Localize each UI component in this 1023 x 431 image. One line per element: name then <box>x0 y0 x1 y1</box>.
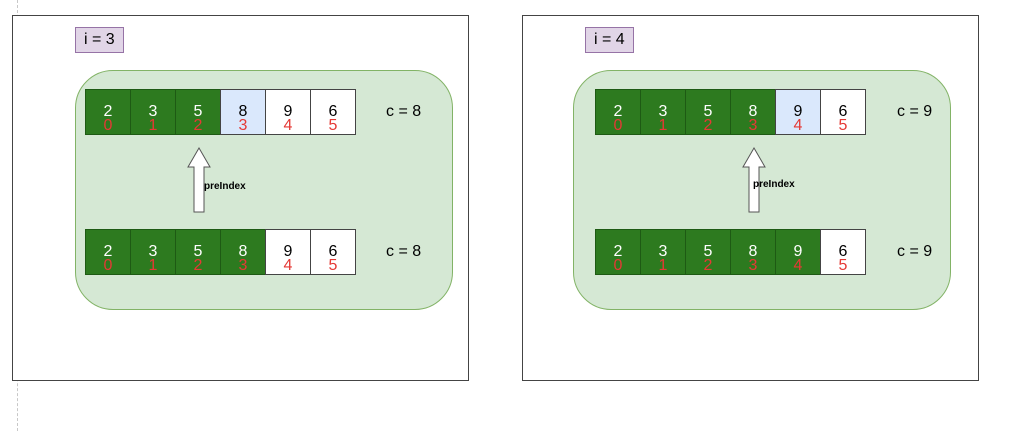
index-label: 5 <box>328 117 338 134</box>
c-value-label: c = 9 <box>897 243 933 260</box>
array-cell: 9 <box>775 89 821 135</box>
c-value-label: c = 9 <box>897 103 933 120</box>
array-cell: 9 <box>265 89 311 135</box>
index-label: 0 <box>103 257 113 274</box>
array-cell: 2 <box>85 89 131 135</box>
array-cell: 5 <box>175 89 221 135</box>
array-group: 2 3 5 8 9 6 0 1 2 3 4 5 c = 9 preIndex 2… <box>573 70 951 310</box>
panel-iteration-2: i = 4 2 3 5 8 9 6 0 1 2 3 4 5 c = 9 preI… <box>522 15 979 381</box>
index-label: 0 <box>613 257 623 274</box>
array-cell: 8 <box>730 229 776 275</box>
index-label: 1 <box>658 257 668 274</box>
array-cell: 8 <box>730 89 776 135</box>
index-label: 2 <box>703 257 713 274</box>
index-label: 4 <box>793 257 803 274</box>
pre-index-arrow-icon <box>187 147 211 213</box>
index-label: 4 <box>793 117 803 134</box>
index-label: 3 <box>238 117 248 134</box>
panel-iteration-1: i = 3 2 3 5 8 9 6 0 1 2 3 4 5 c = 8 preI… <box>12 15 469 381</box>
index-label: 4 <box>283 257 293 274</box>
index-label: 5 <box>328 257 338 274</box>
array-cell: 2 <box>595 89 641 135</box>
iteration-label: i = 4 <box>585 27 634 53</box>
array-cell: 5 <box>685 229 731 275</box>
array-cell: 2 <box>85 229 131 275</box>
array-after: 2 3 5 8 9 6 0 1 2 3 4 5 <box>595 229 867 275</box>
pre-index-arrow-icon <box>742 147 766 213</box>
array-cell: 5 <box>175 229 221 275</box>
array-cell: 5 <box>685 89 731 135</box>
iteration-label: i = 3 <box>75 27 124 53</box>
index-label: 0 <box>103 117 113 134</box>
index-label: 0 <box>613 117 623 134</box>
array-cell: 3 <box>640 89 686 135</box>
index-label: 2 <box>703 117 713 134</box>
array-group: 2 3 5 8 9 6 0 1 2 3 4 5 c = 8 preIndex 2… <box>75 70 453 310</box>
array-cell: 3 <box>640 229 686 275</box>
index-label: 1 <box>148 257 158 274</box>
pre-index-label: preIndex <box>204 181 246 192</box>
index-label: 3 <box>748 257 758 274</box>
index-label: 1 <box>148 117 158 134</box>
array-cell: 6 <box>310 89 356 135</box>
index-label: 2 <box>193 257 203 274</box>
c-value-label: c = 8 <box>386 103 422 120</box>
c-value-label: c = 8 <box>386 243 422 260</box>
index-label: 1 <box>658 117 668 134</box>
array-cell: 6 <box>310 229 356 275</box>
index-label: 3 <box>238 257 248 274</box>
array-before: 2 3 5 8 9 6 0 1 2 3 4 5 <box>595 89 867 135</box>
array-cell: 2 <box>595 229 641 275</box>
index-label: 5 <box>838 257 848 274</box>
index-label: 4 <box>283 117 293 134</box>
index-label: 3 <box>748 117 758 134</box>
array-cell: 6 <box>820 89 866 135</box>
array-cell: 8 <box>220 89 266 135</box>
array-before: 2 3 5 8 9 6 0 1 2 3 4 5 <box>85 89 357 135</box>
index-label: 2 <box>193 117 203 134</box>
array-cell: 6 <box>820 229 866 275</box>
array-after: 2 3 5 8 9 6 0 1 2 3 4 5 <box>85 229 357 275</box>
index-label: 5 <box>838 117 848 134</box>
pre-index-label: preIndex <box>753 179 795 190</box>
